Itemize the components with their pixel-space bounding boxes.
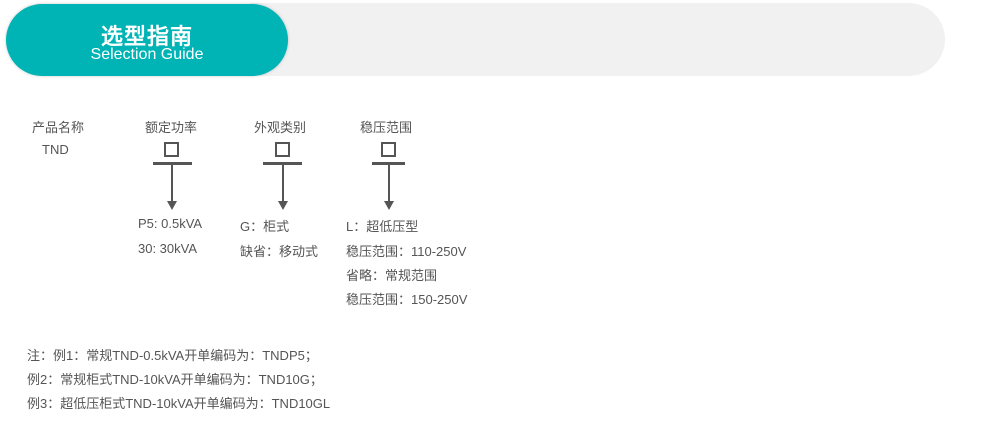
appearance-type-label: 外观类别 [254, 120, 307, 135]
arrow-down-icon [278, 201, 288, 210]
product-name-label: 产品名称 [32, 120, 85, 135]
code-placeholder-box [275, 142, 290, 157]
option-text: 缺省：移动式 [240, 244, 319, 259]
option-text: P5: 0.5kVA [138, 216, 203, 231]
regulation-range-label: 稳压范围 [360, 120, 413, 135]
divider-bar [263, 162, 302, 165]
divider-bar [153, 162, 192, 165]
option-text: 稳压范围：110-250V [346, 244, 467, 259]
section-title-en: Selection Guide [90, 46, 204, 63]
option-text: L：超低压型 [346, 219, 419, 234]
section-title-cn: 选型指南 [100, 24, 193, 49]
arrow-down-icon [167, 201, 177, 210]
option-text: 稳压范围：150-250V [346, 292, 468, 307]
rated-power-label: 额定功率 [145, 120, 198, 135]
note-line: 注：例1：常规TND-0.5kVA开单编码为：TNDP5； [27, 348, 318, 363]
option-text: 省略：常规范围 [346, 268, 438, 283]
code-placeholder-box [381, 142, 396, 157]
divider-bar [372, 162, 405, 165]
note-line: 例2：常规柜式TND-10kVA开单编码为：TND10G； [27, 372, 323, 387]
banner-background [250, 3, 945, 76]
option-text: G：柜式 [240, 219, 290, 234]
connector-line [171, 165, 173, 202]
note-line: 例3：超低压柜式TND-10kVA开单编码为：TND10GL [27, 396, 331, 411]
section-header-pill: 选型指南 Selection Guide [6, 4, 288, 76]
option-text: 30: 30kVA [138, 241, 198, 256]
connector-line [282, 165, 284, 202]
code-placeholder-box [164, 142, 179, 157]
connector-line [388, 165, 390, 202]
arrow-down-icon [384, 201, 394, 210]
product-name-value: TND [42, 142, 69, 157]
